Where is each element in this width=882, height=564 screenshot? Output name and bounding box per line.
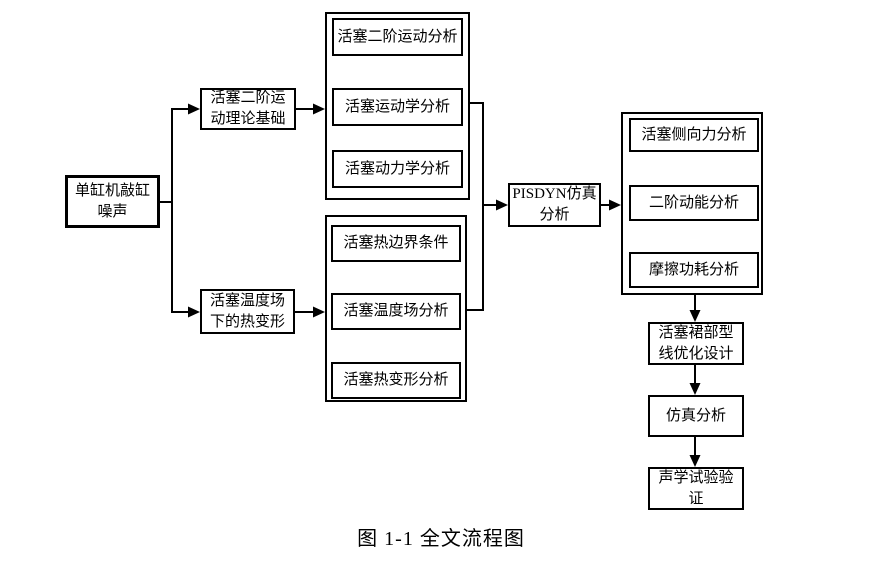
- node-kinematics-analysis: 活塞运动学分析: [332, 88, 463, 126]
- arrow-skirt-to-simulation: [689, 364, 701, 395]
- node-temperature-field-analysis: 活塞温度场分析: [331, 293, 461, 330]
- arrow-theory-to-motion-group: [296, 103, 325, 115]
- node-lateral-force-analysis: 活塞侧向力分析: [629, 118, 759, 152]
- node-friction-loss-analysis: 摩擦功耗分析: [629, 252, 759, 288]
- arrow-branch-to-thermal-source: [171, 306, 200, 318]
- figure-caption: 图 1-1 全文流程图: [357, 528, 525, 550]
- arrow-bracket-to-pisdyn: [482, 199, 508, 211]
- node-dynamics-analysis: 活塞动力学分析: [332, 150, 463, 188]
- group-secondary-motion-analysis: 活塞二阶运动分析 活塞运动学分析 活塞动力学分析: [325, 12, 470, 200]
- node-skirt-profile-optimization: 活塞裙部型 线优化设计: [648, 322, 744, 365]
- node-thermal-deformation-source: 活塞温度场 下的热变形: [200, 289, 295, 334]
- node-secondary-motion-theory: 活塞二阶运 动理论基础: [200, 88, 296, 130]
- arrow-result-to-skirt: [689, 294, 701, 322]
- node-thermal-deformation-analysis: 活塞热变形分析: [331, 362, 461, 399]
- arrow-branch-to-motion-theory: [171, 103, 200, 115]
- arrow-pisdyn-to-result-group: [600, 199, 621, 211]
- node-secondary-kinetic-energy-analysis: 二阶动能分析: [629, 185, 759, 221]
- connector-noise-branch: [159, 109, 173, 312]
- group-result-analysis: 活塞侧向力分析 二阶动能分析 摩擦功耗分析: [621, 112, 763, 295]
- node-pisdyn-simulation: PISDYN仿真 分析: [508, 183, 601, 227]
- node-knock-noise: 单缸机敲缸 噪声: [65, 175, 160, 228]
- group-thermal-analysis: 活塞热边界条件 活塞温度场分析 活塞热变形分析: [325, 215, 467, 402]
- node-acoustic-test-validation: 声学试验验 证: [648, 467, 744, 510]
- connector-groups-bracket: [466, 102, 484, 311]
- node-simulation-analysis: 仿真分析: [648, 395, 744, 437]
- arrow-simulation-to-acoustic: [689, 436, 701, 467]
- node-secondary-motion-analysis: 活塞二阶运动分析: [332, 18, 463, 56]
- node-thermal-boundary: 活塞热边界条件: [331, 225, 461, 262]
- arrow-thermal-to-thermal-group: [295, 306, 325, 318]
